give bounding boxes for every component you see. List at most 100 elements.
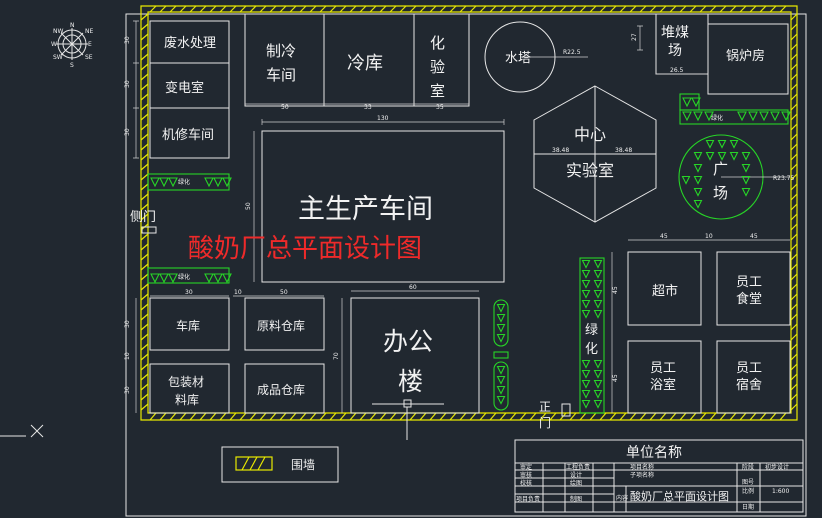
svg-text:26.5: 26.5: [670, 67, 684, 74]
svg-text:60: 60: [409, 284, 417, 291]
greening-triangle: [693, 163, 703, 173]
greening-triangle: [704, 111, 714, 122]
building-canteen: 员工 食堂: [716, 251, 791, 326]
plaza: R23.75 广 场: [678, 134, 795, 220]
svg-text:项目负责: 项目负责: [516, 495, 540, 503]
greening-triangle: [693, 111, 703, 122]
greening-triangle: [737, 111, 747, 122]
svg-text:10: 10: [124, 352, 131, 360]
greening-triangle: [159, 273, 169, 284]
svg-text:绿化: 绿化: [711, 114, 723, 122]
greening-triangle: [168, 177, 178, 188]
title-block: 单位名称 审定 审核 校核 项目负责 工程负责 设计 绘图 制图 项目名称 子项…: [514, 439, 804, 513]
building-lab: 化 验 室: [413, 13, 470, 107]
building-raw-material-store: 原料仓库: [244, 297, 325, 351]
greening-triangle: [581, 369, 591, 379]
greening-triangle: [593, 269, 603, 279]
greening-triangle: [593, 279, 603, 289]
left-dims: 30 30 30: [124, 20, 139, 159]
greening-pattern: [581, 259, 603, 409]
svg-text:成品仓库: 成品仓库: [257, 382, 305, 397]
compass-n: N: [70, 22, 75, 29]
greening-triangle: [581, 279, 591, 289]
greening-triangle: [496, 313, 506, 323]
greening-triangle: [204, 273, 214, 284]
svg-text:原料仓库: 原料仓库: [257, 318, 305, 333]
greening-triangle: [150, 273, 160, 284]
svg-text:审核: 审核: [520, 471, 532, 479]
greening-triangle: [741, 151, 751, 161]
main-gate: 正 门: [539, 400, 571, 430]
compass-w: W: [51, 41, 57, 48]
svg-text:10: 10: [234, 289, 242, 296]
greening-pattern: [682, 111, 791, 122]
svg-text:车间: 车间: [266, 66, 296, 84]
building-garage: 车库: [149, 297, 230, 351]
greening-capsules: [493, 299, 509, 411]
svg-text:33: 33: [364, 104, 372, 111]
building-substation: 变电室: [149, 62, 230, 109]
greening-triangle: [693, 175, 703, 185]
svg-text:审定: 审定: [520, 463, 532, 471]
svg-text:35: 35: [436, 104, 444, 111]
cursor-crosshair: [0, 424, 44, 438]
svg-text:R22.5: R22.5: [563, 49, 581, 56]
greening-triangle: [717, 139, 727, 149]
greening-triangle: [222, 177, 232, 188]
svg-text:冷库: 冷库: [347, 53, 383, 74]
svg-text:30: 30: [124, 36, 131, 44]
svg-text:绿化: 绿化: [178, 273, 190, 281]
drawing-frame: [125, 13, 807, 517]
svg-text:70: 70: [333, 352, 340, 360]
svg-text:130: 130: [377, 115, 389, 122]
svg-text:浴室: 浴室: [650, 377, 676, 393]
svg-text:堆煤: 堆煤: [661, 25, 689, 41]
greening-triangle: [717, 151, 727, 161]
svg-text:料库: 料库: [175, 392, 199, 407]
building-finished-goods-store: 成品仓库: [244, 363, 325, 414]
svg-text:包装材: 包装材: [168, 375, 204, 389]
svg-text:超市: 超市: [652, 283, 678, 299]
greening-triangle: [759, 111, 769, 122]
greening-triangle: [581, 269, 591, 279]
compass-se: SE: [85, 54, 93, 61]
building-coal-yard: 堆煤 场 27 26.5: [631, 13, 709, 75]
greening-triangle: [213, 177, 223, 188]
svg-text:废水处理: 废水处理: [164, 35, 216, 51]
svg-text:制冷: 制冷: [266, 42, 296, 60]
svg-text:45: 45: [612, 374, 619, 382]
title-block-drawing-title: 酸奶厂总平面设计图: [630, 489, 729, 503]
compass-nw: NW: [53, 28, 63, 35]
greening-triangle: [581, 389, 591, 399]
svg-text:45: 45: [660, 233, 668, 240]
greening-triangle: [593, 309, 603, 319]
greening-triangle: [496, 333, 506, 343]
svg-text:日期: 日期: [742, 503, 754, 511]
greening-triangle: [593, 369, 603, 379]
svg-text:绿: 绿: [585, 323, 598, 338]
svg-text:水塔: 水塔: [505, 51, 531, 66]
legend-wall-label: 围墙: [291, 458, 315, 472]
svg-text:45: 45: [612, 286, 619, 294]
greening-triangle: [741, 187, 751, 197]
greening-triangle: [693, 199, 703, 209]
building-repair-workshop: 机修车间: [149, 107, 230, 159]
svg-text:员工: 员工: [736, 361, 762, 376]
svg-text:变电室: 变电室: [165, 80, 204, 96]
greening-triangle: [593, 289, 603, 299]
svg-text:锅炉房: 锅炉房: [726, 48, 765, 64]
building-cold-storage: 冷库: [323, 13, 415, 107]
greening-triangle: [770, 111, 780, 122]
svg-text:办公: 办公: [383, 327, 433, 356]
svg-text:中心: 中心: [574, 125, 606, 144]
svg-text:场: 场: [668, 43, 682, 59]
greening-triangle: [741, 175, 751, 185]
svg-text:员工: 员工: [736, 275, 762, 290]
svg-text:30: 30: [124, 80, 131, 88]
greening-triangle: [581, 309, 591, 319]
greening-triangle: [593, 259, 603, 269]
greening-triangle: [729, 139, 739, 149]
svg-text:广: 广: [713, 160, 728, 178]
unit-name: 单位名称: [626, 445, 682, 461]
greening-triangle: [496, 385, 506, 395]
